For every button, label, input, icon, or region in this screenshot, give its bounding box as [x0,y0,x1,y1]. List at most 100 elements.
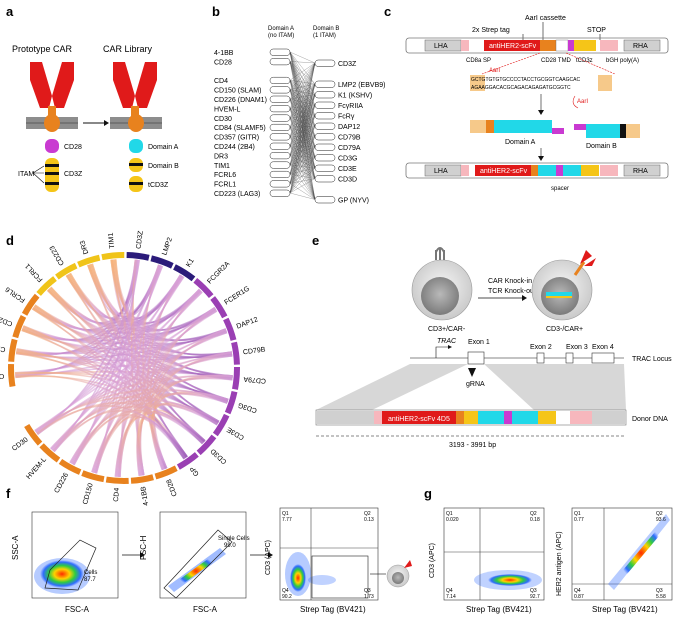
chord-label: K1 [185,257,196,268]
exon1-label: Exon 1 [468,339,490,346]
chord-label: 4-1BB [140,486,150,507]
panel-e-label: e [312,233,319,248]
domain-b-pill [315,81,335,88]
single-gate-value: 99.0 [224,543,236,549]
facs-plot-single-cells [160,512,246,598]
proto-label-cd3z: CD3Z [64,171,83,178]
domain-a-pill [270,96,290,103]
domain-a-item: CD4 [214,78,228,85]
plot1-x-label: FSC-A [65,605,90,614]
domain-a-item: HVEM-L [214,106,241,113]
chord-label: GP [189,465,201,478]
knock-out-label: TCR Knock-out [488,288,536,295]
g2-q1-val: 0.77 [574,517,584,523]
exon4-label: Exon 4 [592,344,614,351]
p3-q3-val: 1.73 [364,594,374,600]
g1-q1-val: 0.020 [446,517,459,523]
plot2-y-label: FSC-H [139,535,148,560]
rha-bottom: RHA [633,168,648,175]
scfv-bottom: antiHER2-scFv [480,168,528,175]
connection-line [290,52,315,95]
g2-q3-val: 5.58 [656,594,666,600]
domain-b-subheading: (1 ITAM) [313,33,336,39]
seq-line-1: GCTGTGTGTGCCCCTACCTGCGGTCAAGCAC [471,77,580,83]
cd8a-sp-label: CD8a SP [466,58,491,64]
domain-a-item: FCRL6 [214,172,236,179]
bgh-label: bGH poly(A) [606,58,639,64]
single-gate-label: Single Cells [218,536,250,542]
lib-label-domain-a: Domain A [148,144,179,151]
plot2-x-label: FSC-A [193,605,218,614]
domain-b-item: FcRγ [338,114,355,121]
lib-label-domain-b: Domain B [148,163,179,170]
domain-b-item: FcγRIIA [338,103,363,110]
chord-label: DR3 [79,239,90,255]
domain-a-item: CD30 [214,116,232,123]
domain-a-heading: Domain A [268,26,294,32]
cell-right-icon [532,250,596,320]
trac-label: TRAC [437,338,457,345]
domain-b-item: LMP2 (EBVB9) [338,82,385,89]
cells-gate-value: 87.7 [84,577,96,583]
domain-b-pill [315,134,335,141]
domain-a-pill [270,143,290,150]
domain-b-pill [315,165,335,172]
p3-q2-val: 0.13 [364,517,374,523]
domain-b-item: CD3E [338,166,357,173]
domain-a-pill [270,190,290,197]
domain-b-pill [315,197,335,204]
donor-dna-label: Donor DNA [632,416,668,423]
domain-a-pill [270,58,290,65]
plot3-x-label: Strep Tag (BV421) [300,605,366,614]
domain-a-fragment-label: Domain A [505,139,536,146]
panel-c-label: c [384,4,391,19]
lib-label-tcd3z: tCD3Z [148,182,169,189]
domain-a-pill [270,124,290,131]
chord-arc [8,339,17,362]
panel-f: f Cells 87.7 SSC-A FSC-A Single Cells 99… [6,486,412,614]
stop-label: STOP [587,27,606,34]
chord-label: CD79A [243,375,266,384]
chord-label: LMP2 [161,237,174,257]
chord-arc [127,252,150,261]
panel-a-label: a [6,4,14,19]
chord-label: CD150 [82,482,95,505]
g1-y-label: CD3 (APC) [429,543,436,578]
donor-dna [316,410,626,425]
domain-b-fragment-label: Domain B [586,143,617,150]
cell-left-icon [412,248,472,320]
exon2-label: Exon 2 [530,344,552,351]
chord-label: HVEM-L [25,456,48,481]
chord-label: FCGR2A [206,260,231,285]
domain-a-item: TIM1 [214,163,230,170]
cell-left-label: CD3+/CAR- [428,326,466,333]
domain-a-pill [270,115,290,122]
domain-a-item: FCRL1 [214,182,236,189]
plot3-y-label: CD3 (APC) [265,540,272,575]
chord-label: CD3Z [136,230,145,250]
domain-b-pill [315,102,335,109]
chord-arc [8,364,15,387]
domain-b-pill [315,176,335,183]
domain-b-pill [315,113,335,120]
domain-b-item: GP (NYV) [338,198,369,205]
chord-label: DAP12 [236,316,259,330]
panel-b: b Domain A (no ITAM) Domain B (1 ITAM) 4… [212,4,385,205]
chord-label: CD3G [237,401,258,414]
lha-bottom: LHA [434,168,448,175]
chord-label: CD226 [54,472,71,495]
domain-a-pill [270,171,290,178]
chord-label: CD244 [0,312,14,327]
trac-locus-label: TRAC Locus [632,356,672,363]
domain-a-item: CD357 (GITR) [214,135,259,142]
chord-label: CD3D [210,447,229,465]
panel-f-label: f [6,486,11,501]
proto-label-cd28: CD28 [64,144,82,151]
domain-b-pill [315,123,335,130]
knock-in-label: CAR Knock-in [488,278,532,285]
panel-a: a Prototype CAR CAR Library CD28 ITAM CD… [6,4,179,192]
